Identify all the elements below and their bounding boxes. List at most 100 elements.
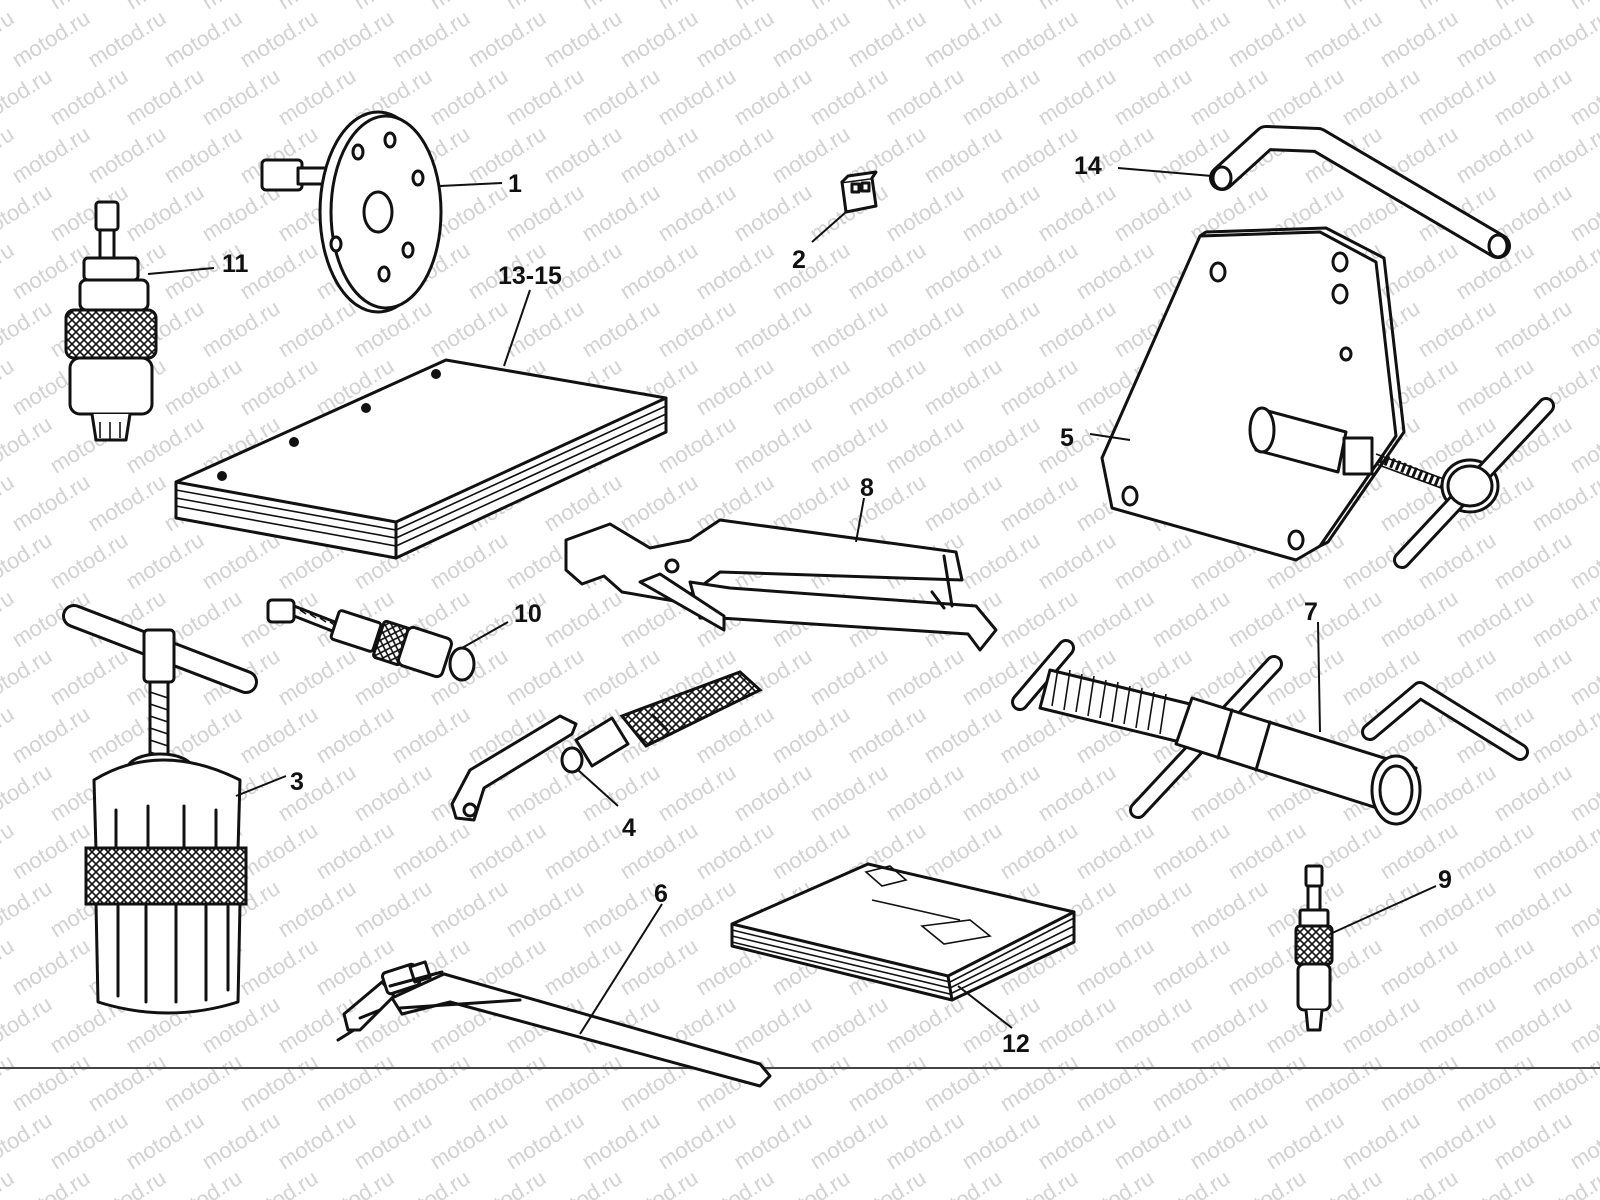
watermark-text: motod.ru: [197, 527, 284, 594]
watermark-text: motod.ru: [843, 353, 930, 420]
label-1: 1: [508, 170, 522, 198]
watermark-text: motod.ru: [7, 933, 94, 1000]
watermark-text: motod.ru: [805, 991, 892, 1058]
watermark-text: motod.ru: [159, 353, 246, 420]
watermark-text: motod.ru: [273, 643, 360, 710]
watermark-text: motod.ru: [843, 5, 930, 72]
watermark-text: motod.ru: [1527, 5, 1600, 72]
label-7: 7: [1304, 598, 1318, 626]
watermark-text: motod.ru: [45, 1107, 132, 1174]
watermark-text: motod.ru: [653, 0, 740, 14]
watermark-text: motod.ru: [767, 701, 854, 768]
watermark-text: motod.ru: [881, 295, 968, 362]
watermark-text: motod.ru: [1033, 527, 1120, 594]
watermark-text: motod.ru: [463, 5, 550, 72]
watermark-text: motod.ru: [387, 817, 474, 884]
watermark-text: motod.ru: [1375, 1165, 1462, 1200]
watermark-text: motod.ru: [1565, 63, 1600, 130]
watermark-text: motod.ru: [1451, 5, 1538, 72]
watermark-text: motod.ru: [1337, 0, 1424, 14]
leader-2: [811, 211, 847, 243]
watermark-text: motod.ru: [1147, 1049, 1234, 1116]
watermark-text: motod.ru: [7, 469, 94, 536]
watermark-text: motod.ru: [577, 0, 664, 14]
watermark-text: motod.ru: [159, 5, 246, 72]
watermark-text: motod.ru: [1565, 759, 1600, 826]
label-3: 3: [290, 768, 304, 796]
watermark-text: motod.ru: [577, 643, 664, 710]
watermark-text: motod.ru: [957, 411, 1044, 478]
watermark-text: motod.ru: [805, 0, 892, 14]
watermark-text: motod.ru: [1223, 1049, 1310, 1116]
watermark-text: motod.ru: [273, 759, 360, 826]
watermark-text: motod.ru: [577, 295, 664, 362]
watermark-text: motod.ru: [1527, 1049, 1600, 1116]
watermark-text: motod.ru: [83, 5, 170, 72]
watermark-text: motod.ru: [1071, 5, 1158, 72]
watermark-text: motod.ru: [425, 295, 512, 362]
watermark-text: motod.ru: [1223, 5, 1310, 72]
label-6: 5: [1060, 424, 1074, 452]
watermark-text: motod.ru: [691, 1165, 778, 1200]
label-14: 14: [1074, 152, 1102, 180]
watermark-text: motod.ru: [235, 701, 322, 768]
label-12: 12: [1002, 1030, 1030, 1058]
watermark-text: motod.ru: [1185, 1107, 1272, 1174]
watermark-text: motod.ru: [995, 5, 1082, 72]
watermark-text: motod.ru: [463, 1049, 550, 1116]
watermark-text: motod.ru: [349, 1107, 436, 1174]
watermark-text: motod.ru: [881, 759, 968, 826]
watermark-text: motod.ru: [1527, 1165, 1600, 1200]
watermark-text: motod.ru: [45, 0, 132, 14]
watermark-text: motod.ru: [805, 643, 892, 710]
watermark-text: motod.ru: [7, 701, 94, 768]
leader-1: [439, 182, 503, 187]
watermark-text: motod.ru: [805, 411, 892, 478]
watermark-text: motod.ru: [729, 179, 816, 246]
watermark-text: motod.ru: [121, 0, 208, 14]
watermark-text: motod.ru: [1033, 63, 1120, 130]
watermark-text: motod.ru: [653, 1107, 740, 1174]
watermark-text: motod.ru: [1413, 295, 1500, 362]
watermark-text: motod.ru: [1261, 1107, 1348, 1174]
leader-13-15: [503, 289, 531, 367]
watermark-text: motod.ru: [1375, 5, 1462, 72]
watermark-text: motod.ru: [1375, 933, 1462, 1000]
watermark-text: motod.ru: [539, 585, 626, 652]
watermark-text: motod.ru: [615, 469, 702, 536]
watermark-text: motod.ru: [539, 121, 626, 188]
watermark-text: motod.ru: [425, 0, 512, 14]
watermark-text: motod.ru: [0, 1165, 18, 1200]
watermark-text: motod.ru: [235, 353, 322, 420]
manual-booklet-icon: [174, 358, 668, 560]
watermark-text: motod.ru: [1185, 0, 1272, 14]
watermark-text: motod.ru: [881, 0, 968, 14]
watermark-text: motod.ru: [995, 121, 1082, 188]
watermark-text: motod.ru: [1527, 237, 1600, 304]
watermark-text: motod.ru: [1033, 295, 1120, 362]
watermark-text: motod.ru: [1451, 933, 1538, 1000]
watermark-text: motod.ru: [1147, 1165, 1234, 1200]
watermark-text: motod.ru: [1565, 1107, 1600, 1174]
watermark-text: motod.ru: [501, 295, 588, 362]
watermark-text: motod.ru: [1337, 63, 1424, 130]
watermark-text: motod.ru: [387, 5, 474, 72]
watermark-text: motod.ru: [1185, 991, 1272, 1058]
watermark-text: motod.ru: [957, 759, 1044, 826]
watermark-text: motod.ru: [1565, 643, 1600, 710]
watermark-text: motod.ru: [767, 1165, 854, 1200]
watermark-text: motod.ru: [311, 1049, 398, 1116]
watermark-text: motod.ru: [1223, 585, 1310, 652]
watermark-text: motod.ru: [1071, 817, 1158, 884]
watermark-text: motod.ru: [0, 411, 56, 478]
watermark-text: motod.ru: [729, 991, 816, 1058]
flywheel-puller-icon: [260, 110, 443, 314]
watermark-text: motod.ru: [1565, 411, 1600, 478]
watermark-text: motod.ru: [539, 933, 626, 1000]
watermark-text: motod.ru: [197, 295, 284, 362]
watermark-text: motod.ru: [387, 1165, 474, 1200]
watermark-text: motod.ru: [159, 121, 246, 188]
watermark-text: motod.ru: [843, 1049, 930, 1116]
watermark-text: motod.ru: [881, 643, 968, 710]
crankcase-separator-plate-icon: [1100, 226, 1555, 569]
